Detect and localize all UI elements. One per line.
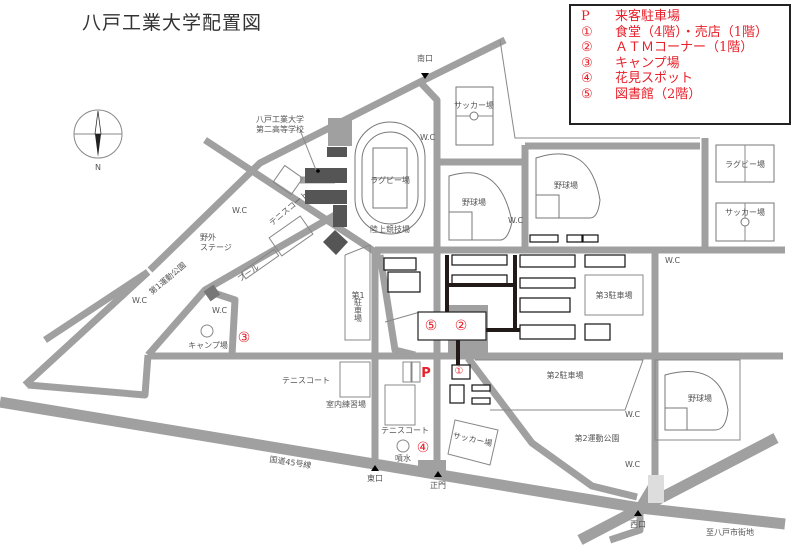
label-soccer-right: サッカー場: [725, 207, 765, 217]
legend-mark: ②: [581, 40, 593, 55]
label-parking3: 第3駐車場: [595, 290, 632, 300]
label-park-2: 第2運動公園: [574, 433, 619, 443]
legend-mark: ④: [581, 71, 593, 86]
right-fields: [715, 144, 775, 242]
baseball-fields: [448, 153, 729, 431]
label-school-1: 八戸工業大学: [256, 114, 304, 124]
label-wc: W.C: [212, 306, 228, 315]
label-baseball-1: 野球場: [462, 197, 486, 207]
legend-label: 花見スポット: [615, 71, 694, 86]
label-baseball-3: 野球場: [688, 393, 712, 403]
gate-south-label: 南口: [417, 53, 433, 63]
roads: [0, 36, 786, 545]
label-indoor-practice: 室内練習場: [326, 399, 366, 409]
map-title: 八戸工業大学配置図: [82, 12, 263, 34]
legend-label: 食堂（4階）・売店（1階）: [615, 24, 769, 40]
label-rugby-right: ラグビー場: [725, 159, 765, 169]
legend-label: キャンプ場: [615, 55, 680, 71]
label-outdoor-stage-2: ステージ: [200, 243, 232, 252]
legend-item: ① 食堂（4階）・売店（1階）: [581, 25, 789, 41]
label-parking1-b: 駐車場: [354, 297, 363, 323]
marker-cafeteria[interactable]: ①: [455, 366, 464, 377]
legend-item: ④ 花見スポット: [581, 71, 789, 87]
gates: 南口 東口 正門 西口: [367, 53, 646, 529]
marker-hanami[interactable]: ④: [417, 440, 430, 456]
label-school-2: 第二高等学校: [256, 124, 304, 134]
compass-icon: N: [73, 109, 123, 172]
label-tennis-2: テニスコート: [381, 426, 429, 435]
label-wc: W.C: [625, 460, 641, 469]
legend: P 来客駐車場 ① 食堂（4階）・売店（1階） ② ＡＴＭコーナー（1階） ③ キャンプ…: [569, 4, 791, 125]
marker-camp[interactable]: ③: [238, 330, 251, 346]
gate-east-label: 東口: [367, 473, 383, 483]
label-wc: W.C: [420, 133, 436, 142]
legend-label: 来客駐車場: [615, 9, 681, 24]
label-parking1-a: 第1: [351, 290, 364, 300]
label-soccer-bottom: サッカー場: [452, 430, 493, 448]
legend-mark: P: [581, 9, 590, 24]
label-outdoor-stage-1: 野外: [200, 232, 216, 242]
label-wc: W.C: [232, 206, 248, 215]
label-wc: W.C: [508, 216, 524, 225]
legend-item: ⑤ 図書館（2階）: [581, 87, 789, 103]
campus-buildings: [200, 164, 644, 466]
marker-library[interactable]: ⑤: [425, 318, 438, 334]
poi-markers: P ① ② ③ ④ ⑤: [238, 318, 468, 456]
legend-mark: ③: [581, 55, 593, 71]
legend-mark: ⑤: [581, 86, 593, 102]
legend-label: ＡＴＭコーナー（1階）: [615, 40, 754, 55]
area-outlines: [344, 39, 741, 441]
legend-item: ③ キャンプ場: [581, 56, 789, 72]
soccer-field-top: [455, 86, 494, 146]
label-rugby-main: ラグビー場: [370, 175, 410, 185]
marker-atm[interactable]: ②: [455, 318, 468, 334]
label-soccer-top: サッカー場: [454, 100, 494, 110]
athletics-track: [354, 121, 426, 235]
label-tennis-1: テニスコート: [282, 376, 330, 385]
label-wc: W.C: [625, 410, 641, 419]
label-parking2: 第2駐車場: [546, 370, 583, 380]
high-school-buildings: [299, 129, 348, 255]
legend-item: ② ＡＴＭコーナー（1階）: [581, 40, 789, 56]
legend-item: P 来客駐車場: [581, 9, 789, 25]
legend-mark: ①: [581, 24, 593, 40]
gate-main-label: 正門: [430, 481, 446, 490]
compass-north-label: N: [95, 163, 101, 172]
label-wc: W.C: [665, 256, 681, 265]
label-to-city: 至八戸市街地: [706, 527, 754, 537]
label-camp: キャンプ場: [188, 340, 228, 350]
label-track: 陸上競技場: [370, 224, 410, 234]
label-wc: W.C: [132, 296, 148, 305]
marker-visitor-parking[interactable]: P: [421, 366, 431, 381]
legend-label: 図書館（2階）: [615, 86, 702, 102]
label-fountain: 噴水: [395, 453, 411, 463]
gate-west-label: 西口: [630, 520, 646, 529]
label-baseball-2: 野球場: [554, 180, 578, 190]
